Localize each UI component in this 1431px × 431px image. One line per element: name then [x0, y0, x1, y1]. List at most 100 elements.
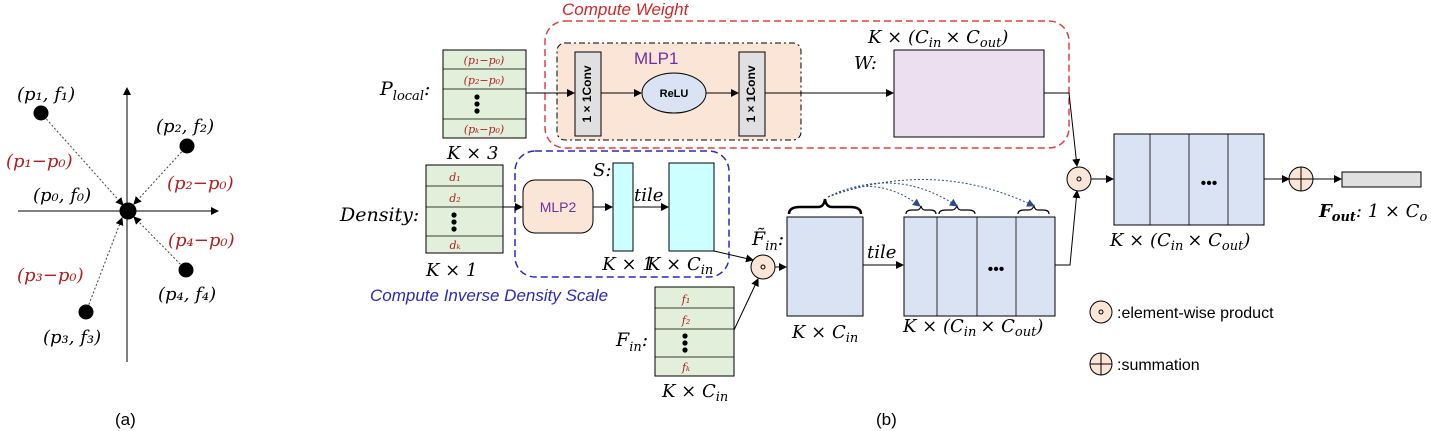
legend-product-icon-dot: [1098, 309, 1104, 315]
p-local-table: [442, 49, 527, 139]
f-tilde-dim: K × Cin: [791, 322, 858, 346]
compute-weight-title: Compute Weight: [562, 0, 690, 19]
tile-brace-2: [938, 204, 976, 215]
tile-label-2: tile: [867, 242, 896, 263]
f-out-main: F: [1318, 201, 1333, 222]
f-in-label: Fin:: [615, 329, 648, 355]
p-local-label: Plocal:: [379, 78, 430, 104]
f-out-sub: out: [1332, 210, 1356, 225]
s-tiled-dim-sub: in: [701, 263, 714, 278]
f-in-sub: in: [629, 340, 642, 355]
f-in-dot-1: [682, 333, 688, 339]
conv-block-2: [738, 51, 766, 137]
f-tilde-matrix: [786, 216, 864, 317]
f-tiled-dim-sub-in: in: [964, 325, 977, 340]
conv-block-1: [574, 51, 602, 137]
f-tiled-dim: K × (Cin× Cout): [902, 316, 1043, 340]
label-p3: (p₃, f₃): [43, 327, 101, 348]
f-tiled-dim-close: ): [1035, 316, 1043, 337]
w-dim-part2: × C: [945, 27, 980, 48]
s-dim: K × 1: [601, 254, 653, 275]
f-in-main: F: [615, 329, 630, 351]
panel-a: (p₁, f₁) (p₂, f₂) (p₃, f₃) (p₄, f₄) (p₀,…: [6, 84, 235, 429]
p-local-dot-3: [474, 108, 480, 114]
f-in-row-1: f₁: [681, 293, 690, 306]
product-node-2: [1066, 166, 1092, 192]
product-dots: •••: [1201, 175, 1218, 192]
compute-inverse-box: [514, 150, 730, 278]
w-label: W:: [854, 53, 877, 74]
density-dot-2: [451, 219, 457, 225]
w-dim-sub-in: in: [929, 36, 942, 51]
arrow-fin-product: [733, 278, 759, 331]
product-dim: K × (Cin× Cout): [1109, 230, 1250, 254]
caption-a: (a): [115, 410, 136, 429]
point-p3: [78, 304, 94, 320]
p-local-row-1: (p₁−p₀): [464, 54, 505, 67]
legend-product-icon: [1089, 300, 1113, 324]
density-row-2: d₂: [449, 192, 460, 205]
vector-p1: [40, 112, 124, 206]
f-tiled-matrix: [903, 216, 1056, 317]
f-in-dot-2: [682, 340, 688, 346]
tile-brace-1: [905, 205, 937, 215]
label-p2: (p₂, f₂): [156, 116, 214, 137]
arrow-w-product: [1044, 92, 1081, 167]
relu-label: ReLU: [660, 88, 689, 100]
w-dim: K × (Cin× Cout): [867, 27, 1008, 51]
w-dim-close: ): [1000, 27, 1008, 48]
tile-brace-3: [1017, 204, 1050, 215]
s-tiled-dim-main: K × C: [646, 254, 701, 275]
f-tiled-dim-part1: K × (C: [902, 316, 964, 337]
f-out-dim: : 1 × C: [1356, 201, 1420, 222]
density-table: [425, 164, 504, 254]
diff-p4: (p₄−p₀): [168, 230, 235, 251]
copy-arrow-1: [827, 185, 921, 207]
product-dim-part1: K × (C: [1109, 230, 1171, 251]
p-local-row-2: (p₂−p₀): [464, 74, 505, 87]
conv-label-2: 1 × 1Conv: [744, 65, 758, 122]
legend: :element-wise product :summation: [1089, 300, 1274, 376]
label-p0: (p₀, f₀): [33, 185, 91, 206]
p-local-main: P: [379, 78, 394, 100]
legend-sum-label: :summation: [1117, 357, 1200, 374]
arrow-tiled-product: [1055, 190, 1081, 266]
vector-p2: [133, 145, 188, 205]
s-label: S:: [593, 160, 611, 181]
product-dim-sub-out: out: [1222, 239, 1244, 254]
compute-inverse-title: Compute Inverse Density Scale: [370, 286, 608, 305]
density-row-1: d₁: [449, 171, 460, 184]
diff-p2: (p₂−p₀): [167, 173, 234, 194]
conv-label-1: 1 × 1Conv: [580, 65, 594, 122]
p-local-dot-1: [474, 94, 480, 100]
diff-p1: (p₁−p₀): [6, 151, 73, 172]
p-local-dot-2: [474, 101, 480, 107]
density-dot-3: [451, 226, 457, 232]
product-node-1-dot: [760, 264, 766, 270]
arrow-stiled-product: [713, 250, 754, 263]
caption-b: (b): [876, 410, 897, 429]
f-in-dim-main: K × C: [661, 381, 716, 402]
density-dot-1: [451, 212, 457, 218]
density-dim: K × 1: [425, 260, 477, 281]
product-node-2-dot: [1076, 176, 1082, 182]
point-p1: [33, 105, 49, 121]
f-tilde-brace: [787, 198, 863, 215]
f-tilde-colon: :: [778, 228, 784, 250]
s-tiled-dim: K × Cin: [646, 254, 713, 278]
product-dim-sub-in: in: [1171, 239, 1184, 254]
f-in-table: [654, 286, 735, 377]
s-vector: [612, 162, 634, 252]
product-dim-part2: × C: [1187, 230, 1222, 251]
density-label: Density:: [339, 204, 419, 226]
diff-p3: (p₃−p₀): [17, 265, 84, 286]
p-local-row-k: (pₖ−p₀): [464, 123, 504, 136]
mlp2-label: MLP2: [540, 199, 577, 215]
p-local-colon: :: [424, 78, 430, 100]
p-local-dim: K × 3: [446, 143, 498, 164]
point-p0: [119, 202, 137, 220]
f-in-dim-sub: in: [716, 390, 729, 405]
point-p2: [179, 138, 195, 154]
f-out-vector: [1341, 171, 1422, 188]
